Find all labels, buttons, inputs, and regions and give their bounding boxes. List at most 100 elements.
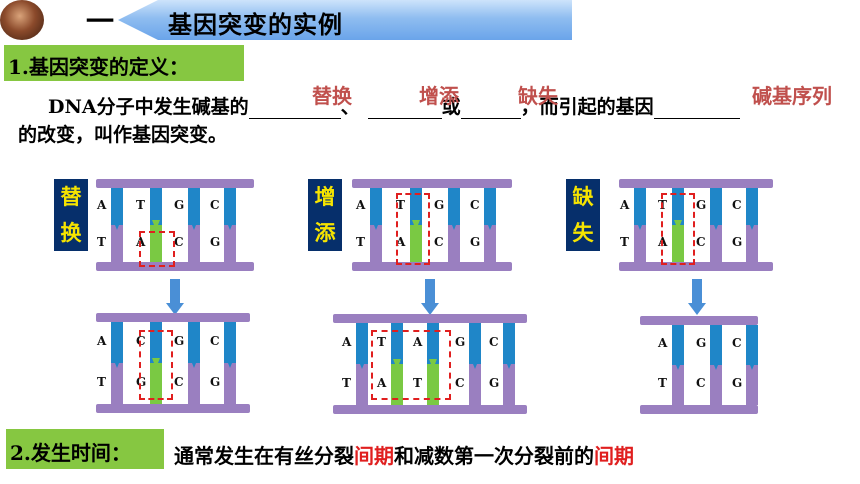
insertion-after-base-bottom: A xyxy=(377,375,387,390)
deletion-before-base-bottom: T xyxy=(620,234,629,249)
substitution-before-strand-top xyxy=(188,188,200,225)
substitution-after-strand-top xyxy=(150,322,162,363)
deletion-before-mutation-highlight xyxy=(661,193,695,265)
badge-insertion: 增添 xyxy=(308,179,342,251)
definition-line1: DNA分子中发生碱基的 、 或 ，而引起的基因 xyxy=(48,92,740,119)
insertion-after-base-bottom: G xyxy=(489,375,500,390)
insertion-after-top-rail xyxy=(333,314,527,323)
substitution-before-strand-bottom xyxy=(150,225,162,262)
deletion-after-strand-bottom xyxy=(746,365,758,405)
substitution-before-bottom-rail xyxy=(96,262,254,271)
insertion-after-strand-bottom xyxy=(391,364,403,405)
deletion-after-top-rail xyxy=(640,316,758,325)
insertion-after-bottom-rail xyxy=(333,405,527,414)
insertion-after-strand-bottom xyxy=(469,364,481,405)
deletion-after-base-bottom: T xyxy=(658,376,667,390)
badge-char: 换 xyxy=(60,221,82,245)
deletion-after-strand-top xyxy=(710,325,722,365)
insertion-before-strand-bottom xyxy=(484,225,496,262)
insertion-after-strand-top xyxy=(356,323,368,364)
insertion-after-mutation-highlight xyxy=(371,330,451,400)
insertion-arrow-head xyxy=(421,303,439,315)
substitution-before-base-top: G xyxy=(174,197,185,212)
substitution-before-pair-notch xyxy=(113,220,121,230)
insertion-before-strand-top xyxy=(370,188,382,225)
deletion-before-base-top: A xyxy=(620,197,630,212)
desc-red-2: 间期 xyxy=(594,444,634,468)
definition-suffix: ，而引起的基因 xyxy=(520,96,654,118)
substitution-after-mutation-highlight xyxy=(139,330,173,400)
substitution-before-pair-notch xyxy=(152,220,160,230)
section1-heading: 1.基因突变的定义： xyxy=(8,55,189,79)
substitution-after-base-bottom: T xyxy=(97,374,106,389)
section1-heading-box xyxy=(4,45,244,81)
answer-base-sequence: 碱基序列 xyxy=(752,84,832,108)
substitution-before-strand-top xyxy=(224,188,236,225)
insertion-before-bottom-rail xyxy=(352,262,512,271)
insertion-after-base-bottom: T xyxy=(342,375,351,390)
insertion-after-pair-notch xyxy=(358,359,366,369)
insertion-after-base-top: C xyxy=(489,334,499,349)
substitution-after-base-top: G xyxy=(174,333,185,348)
insertion-after-strand-top xyxy=(503,323,515,364)
deletion-after-pair-notch xyxy=(748,360,756,370)
insertion-after-base-top: T xyxy=(377,334,386,349)
substitution-after-base-bottom: G xyxy=(210,374,221,389)
badge-char: 增 xyxy=(314,185,336,209)
definition-prefix: DNA分子中发生碱基的 xyxy=(48,96,249,118)
section2-description: 通常发生在有丝分裂间期和减数第一次分裂前的间期 xyxy=(174,440,634,469)
deletion-after-pair-notch xyxy=(712,360,720,370)
insertion-before-base-top: A xyxy=(356,197,366,212)
substitution-before-strand-bottom xyxy=(224,225,236,262)
blank-3 xyxy=(460,96,521,119)
insertion-before-strand-top xyxy=(484,188,496,225)
substitution-before-base-top: A xyxy=(97,197,107,212)
insertion-before-mutation-highlight xyxy=(396,193,430,265)
substitution-after-strand-top xyxy=(188,322,200,363)
insertion-before-pair-notch xyxy=(450,220,458,230)
insertion-arrow-shaft xyxy=(425,279,435,305)
deletion-after-base-top: G xyxy=(696,336,707,350)
substitution-after-base-top: C xyxy=(210,333,220,348)
deletion-before-base-top: G xyxy=(696,197,707,212)
insertion-before-strand-top xyxy=(410,188,422,225)
substitution-before-base-bottom: T xyxy=(97,234,106,249)
deletion-after-base-bottom: G xyxy=(732,376,743,390)
insertion-before-base-top: G xyxy=(434,197,445,212)
substitution-before-mutation-highlight xyxy=(139,231,175,267)
substitution-after-strand-bottom xyxy=(111,363,123,404)
insertion-before-base-bottom: C xyxy=(434,234,444,249)
deletion-after-base-top: C xyxy=(732,336,742,350)
badge-deletion: 缺失 xyxy=(566,179,600,251)
insertion-after-strand-top xyxy=(427,323,439,364)
deletion-before-strand-top xyxy=(746,188,758,225)
desc-red-1: 间期 xyxy=(354,444,394,468)
insertion-before-base-bottom: T xyxy=(356,234,365,249)
substitution-after-pair-notch xyxy=(152,358,160,368)
deletion-before-pair-notch xyxy=(636,220,644,230)
substitution-after-pair-notch xyxy=(226,358,234,368)
insertion-after-base-top: G xyxy=(455,334,466,349)
substitution-after-bottom-rail xyxy=(96,404,250,413)
insertion-before-base-bottom: A xyxy=(396,234,406,249)
deletion-before-bottom-rail xyxy=(619,262,773,271)
section-marker: 一 xyxy=(86,5,115,38)
substitution-after-base-bottom: C xyxy=(174,374,184,389)
insertion-before-strand-bottom xyxy=(370,225,382,262)
deletion-before-strand-bottom xyxy=(746,225,758,262)
substitution-after-pair-notch xyxy=(113,358,121,368)
substitution-after-strand-top xyxy=(224,322,236,363)
deletion-after-strand-top xyxy=(672,325,684,365)
deletion-before-strand-bottom xyxy=(710,225,722,262)
answer-insertion: 增添 xyxy=(419,84,459,108)
blank-2 xyxy=(367,96,442,119)
title-banner xyxy=(118,0,572,40)
answer-deletion: 缺失 xyxy=(518,84,558,108)
insertion-before-pair-notch xyxy=(486,220,494,230)
deletion-arrow-shaft xyxy=(692,279,702,305)
deletion-before-top-rail xyxy=(619,179,773,188)
insertion-after-base-bottom: C xyxy=(455,375,465,390)
insertion-after-strand-top xyxy=(391,323,403,364)
deletion-before-pair-notch xyxy=(674,220,682,230)
substitution-after-strand-top xyxy=(111,322,123,363)
